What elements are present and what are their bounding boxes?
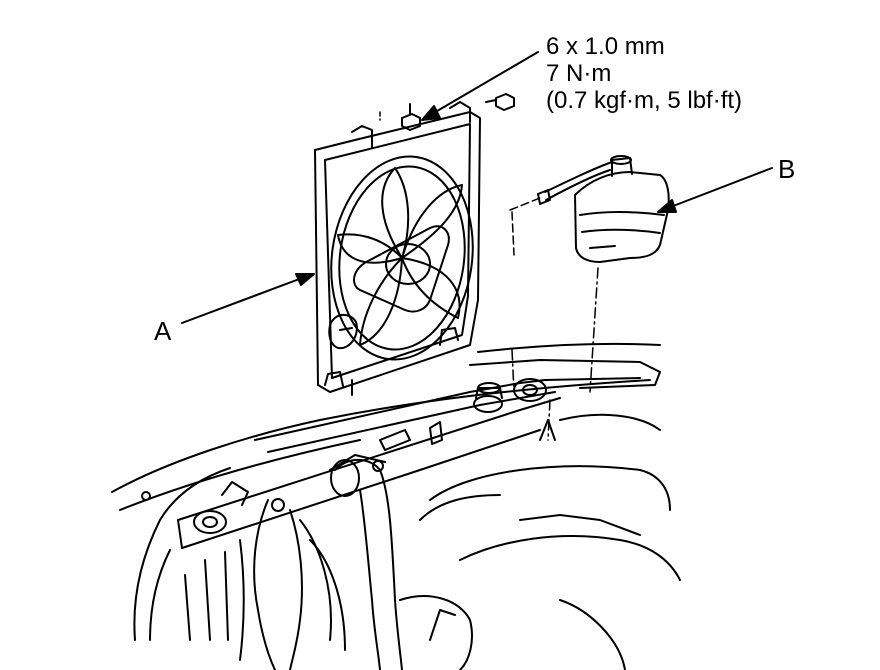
callout-b: B — [778, 154, 796, 184]
torque-spec-alt: (0.7 kgf·m, 5 lbf·ft) — [546, 87, 743, 114]
coolant-reservoir — [509, 155, 670, 263]
bolt-size-spec: 6 x 1.0 mm — [546, 33, 665, 60]
leader-lines — [181, 51, 773, 324]
cooling-fan-shroud — [314, 93, 515, 396]
torque-spec-nm: 7 N·m — [546, 60, 612, 87]
arrowhead-b — [657, 199, 677, 213]
callout-a: A — [154, 316, 172, 346]
arrowhead-spec — [421, 105, 441, 121]
engine-bay-drawing — [111, 267, 681, 670]
arrowhead-a — [295, 273, 315, 286]
